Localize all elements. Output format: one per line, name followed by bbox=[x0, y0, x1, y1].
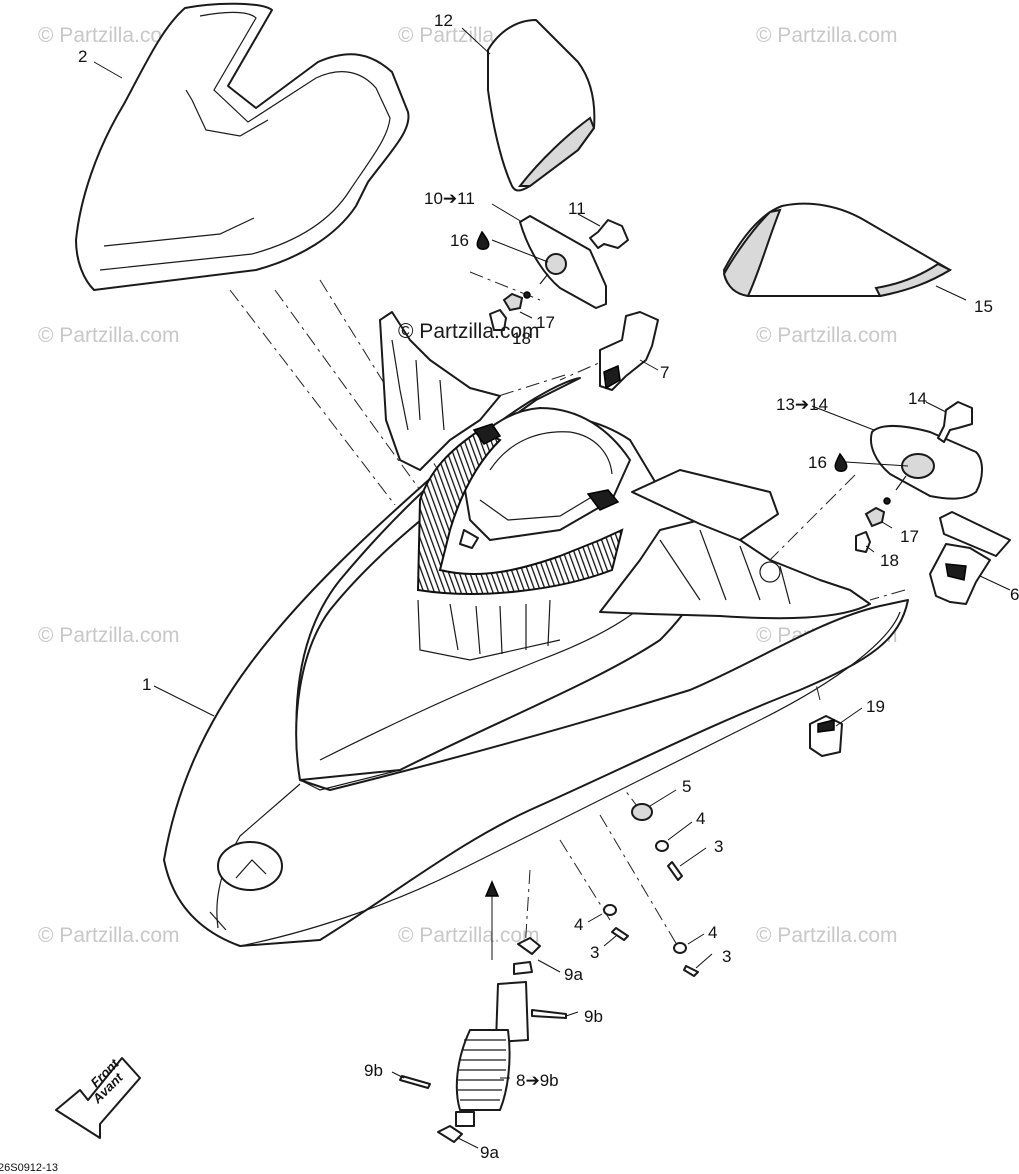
part-15-deflector bbox=[722, 202, 953, 298]
callout-3c: 3 bbox=[722, 947, 731, 966]
part-8-strut bbox=[399, 937, 567, 1143]
callout-9a-bottom: 9a bbox=[480, 1143, 499, 1162]
callout-16b: 16 bbox=[808, 453, 827, 472]
watermark: © Partzilla.com bbox=[38, 624, 180, 647]
part-top-cover bbox=[75, 2, 410, 291]
oil-drop-icon bbox=[476, 230, 490, 250]
watermark: © Partzilla.com bbox=[38, 924, 180, 947]
watermark: © Partzilla.com bbox=[756, 324, 898, 347]
callout-12: 12 bbox=[434, 11, 453, 30]
part-13-mirror-mount bbox=[870, 401, 983, 505]
center-watermark: © Partzilla.com bbox=[398, 320, 540, 343]
callout-4b: 4 bbox=[574, 915, 583, 934]
callout-15: 15 bbox=[974, 297, 993, 316]
hardware-fasteners bbox=[603, 803, 699, 977]
arrow-head-icon bbox=[484, 880, 500, 897]
callout-2: 2 bbox=[78, 47, 87, 66]
callout-3b: 3 bbox=[590, 943, 599, 962]
watermark: © Partzilla.com bbox=[756, 924, 898, 947]
callout-1: 1 bbox=[142, 675, 151, 694]
oil-drop-icon bbox=[834, 452, 848, 472]
callout-19: 19 bbox=[866, 697, 885, 716]
part-12-cover bbox=[487, 19, 596, 192]
watermark: © Partzilla.com bbox=[756, 24, 898, 47]
part-17-18-right bbox=[855, 506, 886, 553]
part-1-hood bbox=[163, 311, 909, 947]
callout-17a: 17 bbox=[536, 313, 555, 332]
callout-9a-top: 9a bbox=[564, 965, 583, 984]
callout-4c: 4 bbox=[708, 923, 717, 942]
callout-16a: 16 bbox=[450, 231, 469, 250]
callout-8: 8➔9b bbox=[516, 1071, 559, 1090]
callout-7: 7 bbox=[660, 363, 669, 382]
part-6-latch bbox=[929, 511, 1011, 605]
callout-18a: 18 bbox=[512, 329, 531, 348]
watermark: © Partzilla.com bbox=[38, 24, 180, 47]
leader-lines bbox=[93, 27, 1011, 1149]
callout-11: 11 bbox=[568, 199, 586, 218]
callout-9b-right: 9b bbox=[584, 1007, 603, 1026]
watermark: © Partzilla.com bbox=[38, 324, 180, 347]
callout-17b: 17 bbox=[900, 527, 919, 546]
callout-4a: 4 bbox=[696, 809, 705, 828]
callouts: 2 12 10➔11 11 16 17 18 7 15 13➔14 14 16 … bbox=[78, 11, 1019, 1162]
callout-9b-left: 9b bbox=[364, 1061, 383, 1080]
diagram-code: 26S0912-13 bbox=[0, 1162, 58, 1174]
front-arrow-icon: Front Avant bbox=[55, 1056, 141, 1139]
callout-10: 10➔11 bbox=[424, 189, 475, 208]
callout-3a: 3 bbox=[714, 837, 723, 856]
callout-18b: 18 bbox=[880, 551, 899, 570]
callout-6: 6 bbox=[1010, 585, 1019, 604]
callout-13: 13➔14 bbox=[776, 395, 828, 414]
part-7-bracket bbox=[599, 311, 659, 391]
part-10-mirror-mount bbox=[519, 215, 629, 309]
callout-14: 14 bbox=[908, 389, 927, 408]
part-19-clip bbox=[809, 715, 843, 757]
watermark: © Partzilla.com bbox=[398, 924, 540, 947]
part-17-18-upper bbox=[489, 292, 524, 331]
callout-5: 5 bbox=[682, 777, 691, 796]
